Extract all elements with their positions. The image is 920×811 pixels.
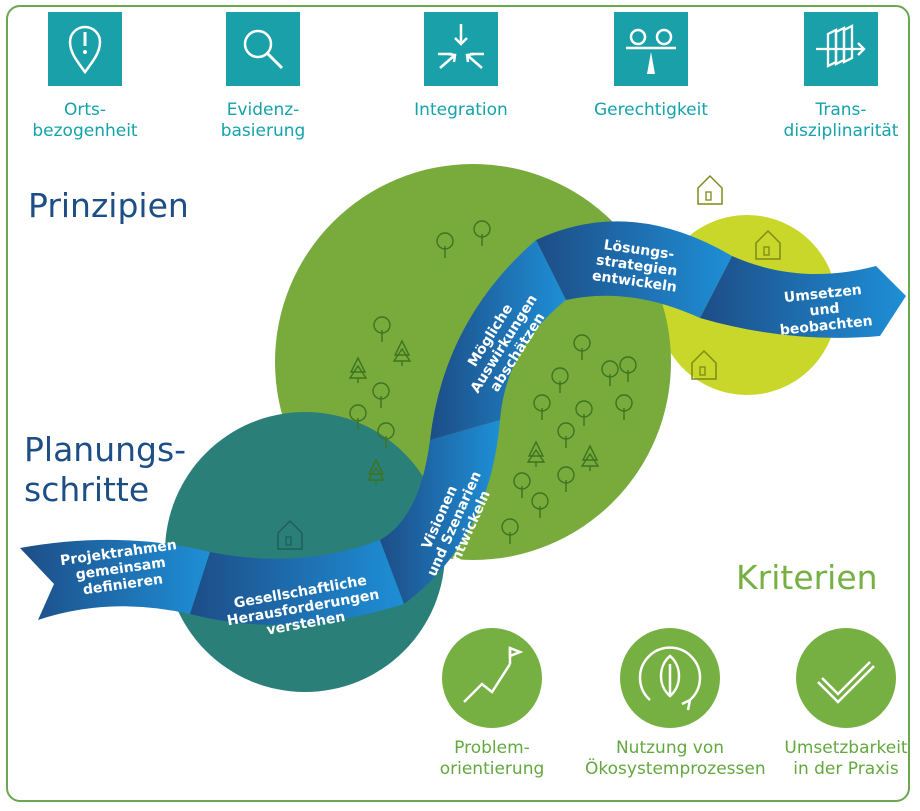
summit-flag-icon: [442, 628, 542, 728]
heading-planungsschritte: Planungs- schritte: [24, 430, 186, 510]
ribbon-segment: [536, 221, 732, 318]
criterion-label-line: Umsetzbarkeit: [784, 738, 908, 758]
ribbon-segment: [380, 420, 500, 604]
principle-transdisziplinaritaet: Trans- disziplinarität: [766, 12, 916, 142]
house-icon: [277, 519, 303, 550]
heading-prinzipien: Prinzipien: [28, 186, 189, 225]
criterion-label-line: Nutzung von: [615, 738, 725, 758]
ribbon-segment: [430, 240, 566, 440]
principle-evidenzbasierung: Evidenz- basierung: [188, 12, 338, 142]
converging-arrows-icon: [424, 12, 498, 86]
principle-label-line: Trans-: [815, 100, 867, 120]
layered-arrow-icon: [804, 12, 878, 86]
ribbon-segment: [190, 540, 404, 625]
principle-label-line: disziplinarität: [783, 121, 899, 141]
principle-label-line: bezogenheit: [32, 121, 138, 141]
step-umsetzen: Umsetzen und beobachten: [776, 281, 873, 339]
heading-line: Planungs-: [24, 430, 187, 469]
leaf-cycle-icon: [620, 628, 720, 728]
heading-line: schritte: [24, 470, 150, 509]
principle-label-line: Orts-: [63, 100, 107, 120]
ribbon-segment: [700, 256, 906, 338]
criterion-label-line: Problem-: [454, 738, 530, 758]
principle-integration: Integration: [386, 12, 536, 121]
principle-label-line: Integration: [414, 100, 508, 120]
principle-gerechtigkeit: Gerechtigkeit: [576, 12, 726, 121]
balance-scale-icon: [614, 12, 688, 86]
heading-kriterien: Kriterien: [736, 558, 878, 597]
criterion-problemorientierung: Problem- orientierung: [407, 628, 577, 780]
criterion-label-line: in der Praxis: [793, 759, 899, 779]
magnifier-icon: [226, 12, 300, 86]
criterion-label-line: orientierung: [439, 759, 545, 779]
criterion-umsetzbarkeit: Umsetzbarkeit in der Praxis: [761, 628, 920, 780]
house-icon: [697, 175, 723, 205]
checkmark-icon: [796, 628, 896, 728]
diagram-frame: [6, 5, 910, 802]
criterion-label-line: Ökosystemprozessen: [585, 759, 766, 779]
ribbon-segment: [20, 539, 210, 620]
principle-label-line: Gerechtigkeit: [593, 100, 709, 120]
location-alert-icon: [48, 12, 122, 86]
principle-label-line: Evidenz-: [226, 100, 300, 120]
principle-ortsbezogenheit: Orts- bezogenheit: [10, 12, 160, 142]
principle-label-line: basierung: [220, 121, 306, 141]
criterion-oekosystemprozesse: Nutzung von Ökosystemprozessen: [585, 628, 766, 780]
